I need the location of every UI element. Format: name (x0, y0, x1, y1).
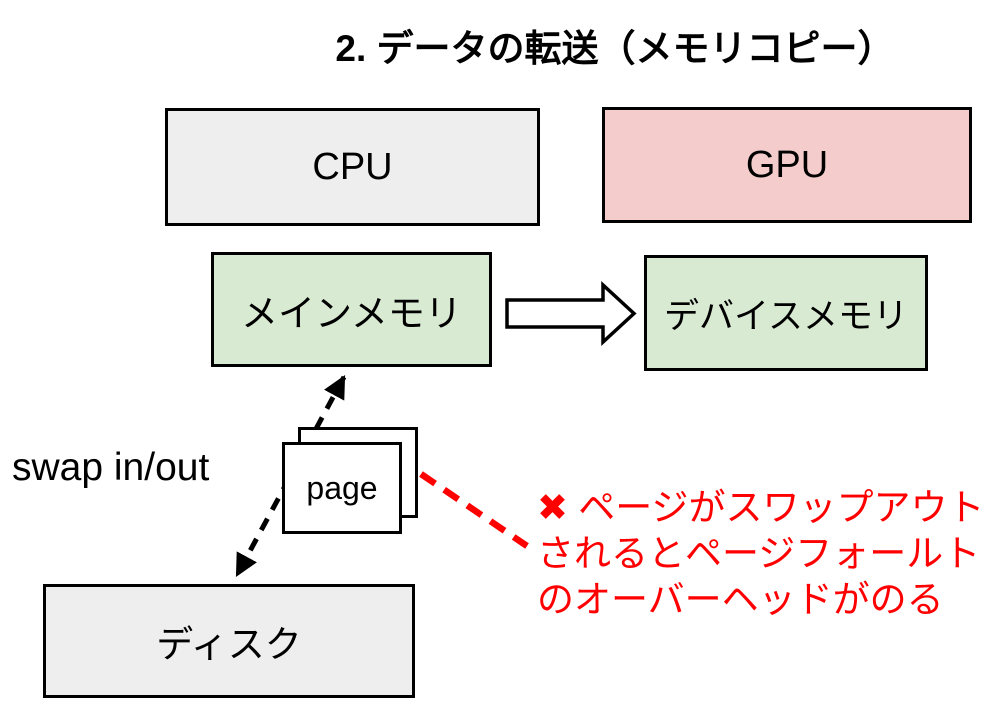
device-memory-box: デバイスメモリ (644, 255, 928, 371)
main-memory-box: メインメモリ (211, 252, 492, 367)
gpu-box: GPU (602, 107, 972, 223)
note-connector-line (419, 471, 529, 549)
gpu-box-label: GPU (745, 143, 829, 186)
note-line-1: ✖ ページがスワップアウト (537, 487, 985, 528)
diagram-title: 2. データの転送（メモリコピー） (335, 28, 895, 69)
cpu-box-label: CPU (312, 145, 393, 188)
note-line-2: されるとページフォールト (537, 533, 981, 574)
note-line-3: のオーバーヘッドがのる (537, 579, 944, 620)
page-card-label: page (306, 469, 378, 506)
disk-box-label: ディスク (156, 624, 302, 665)
note-text: ✖ ページがスワップアウト されるとページフォールト のオーバーヘッドがのる (537, 485, 985, 623)
swap-arrow (234, 374, 347, 578)
main-memory-box-label: メインメモリ (241, 292, 462, 334)
device-memory-box-label: デバイスメモリ (664, 296, 908, 336)
swap-label: swap in/out (12, 446, 210, 489)
page-card-front: page (282, 442, 402, 534)
disk-box: ディスク (43, 584, 415, 698)
memory-copy-block-arrow (505, 281, 637, 346)
cpu-box: CPU (165, 108, 540, 226)
